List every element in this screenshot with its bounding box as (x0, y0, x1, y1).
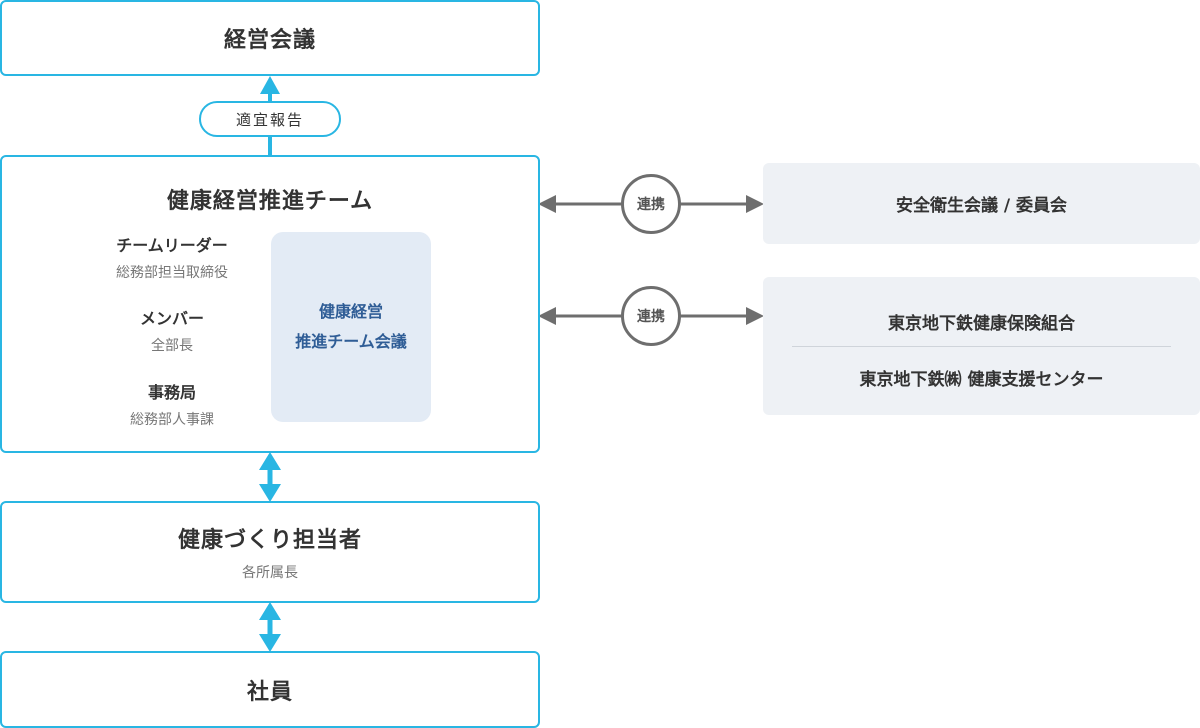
team-role-secretariat: 事務局 総務部人事課 (102, 379, 242, 429)
team-title: 健康経営推進チーム (166, 189, 374, 214)
role-title: チームリーダー (116, 236, 228, 255)
link-1-head-right (746, 195, 764, 213)
link-badge-2: 連携 (621, 286, 681, 346)
link-badge-1: 連携 (621, 174, 681, 234)
safety-committee-box: 安全衛生会議 / 委員会 (763, 163, 1200, 244)
team-box: 健康経営推進チーム チームリーダー 総務部担当取締役 メンバー 全部長 事務局 … (0, 155, 540, 453)
role-sub: 総務部人事課 (130, 412, 214, 428)
role-title: メンバー (139, 309, 204, 328)
team-meeting-line1: 健康経営 (318, 302, 383, 321)
support-center-label: 東京地下鉄㈱ 健康支援センター (859, 370, 1104, 390)
role-sub: 全部長 (151, 338, 193, 354)
role-title: 事務局 (147, 383, 196, 402)
employees-label: 社員 (246, 679, 293, 705)
team-meeting-box: 健康経営 推進チーム会議 (271, 232, 431, 422)
officer-employee-arrow-down (259, 634, 281, 652)
team-role-leader: チームリーダー 総務部担当取締役 (102, 232, 242, 282)
safety-committee-label: 安全衛生会議 / 委員会 (895, 196, 1068, 216)
link-2-head-left (538, 307, 556, 325)
report-badge: 適宜報告 (199, 101, 341, 137)
health-partners-box: 東京地下鉄健康保険組合 東京地下鉄㈱ 健康支援センター (763, 277, 1200, 415)
health-officer-title: 健康づくり担当者 (177, 528, 362, 553)
executive-meeting-box: 経営会議 (0, 0, 540, 76)
link-2-head-right (746, 307, 764, 325)
insurance-union-label: 東京地下鉄健康保険組合 (888, 314, 1075, 334)
officer-employee-arrow-up (259, 602, 281, 620)
role-sub: 総務部担当取締役 (116, 265, 228, 281)
team-officer-arrow-up (259, 452, 281, 470)
team-role-member: メンバー 全部長 (102, 305, 242, 355)
team-officer-arrow-down (259, 484, 281, 502)
partner-divider (792, 346, 1171, 347)
health-officer-box: 健康づくり担当者 各所属長 (0, 501, 540, 603)
link-1-head-left (538, 195, 556, 213)
health-officer-sub: 各所属長 (242, 565, 298, 581)
executive-meeting-label: 経営会議 (223, 28, 316, 53)
employees-box: 社員 (0, 651, 540, 728)
team-meeting-line2: 推進チーム会議 (295, 332, 407, 351)
report-arrow-head (260, 76, 280, 94)
